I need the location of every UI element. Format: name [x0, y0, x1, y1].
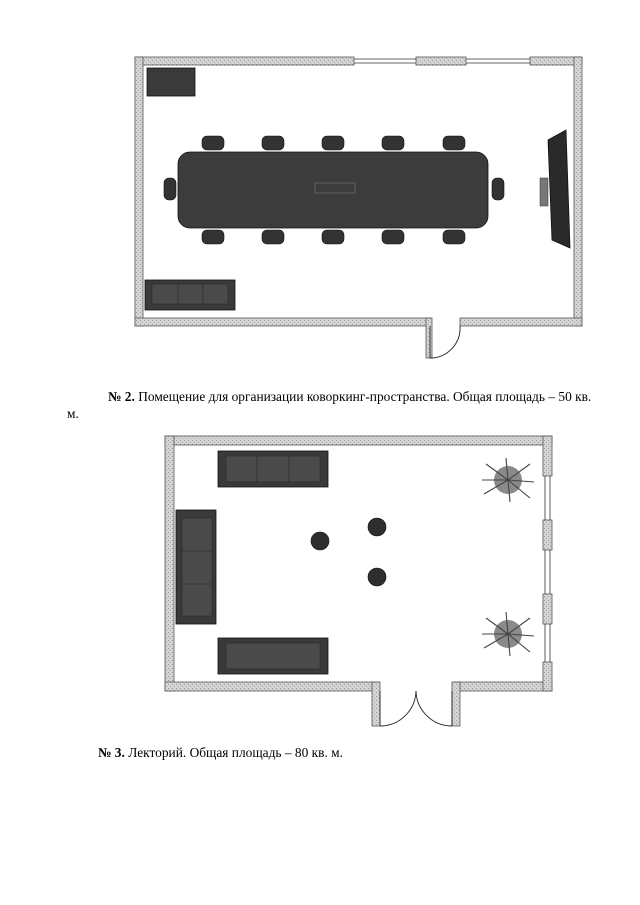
coworking-door	[429, 325, 461, 359]
plant-bottom	[482, 611, 535, 657]
cabinet	[146, 67, 196, 97]
caption-room-3-text: Лекторий. Общая площадь – 80 кв. м.	[124, 745, 343, 760]
coworking-sofa	[144, 279, 236, 311]
caption-room-2: № 2. Помещение для организации коворкинг…	[108, 388, 591, 406]
chairs-top	[201, 135, 466, 151]
caption-room-3: № 3. Лекторий. Общая площадь – 80 кв. м.	[98, 744, 343, 762]
tv-screen	[539, 129, 571, 249]
coworking-plan	[134, 56, 583, 359]
lecture-sofa-top	[217, 450, 329, 488]
plant-top	[482, 457, 535, 503]
lecture-sofa-left	[175, 509, 217, 625]
caption-room-2-tail: м.	[67, 406, 79, 421]
chairs-bottom	[201, 229, 466, 245]
conference-table	[177, 151, 489, 229]
lecture-door	[379, 690, 453, 727]
caption-room-3-number: № 3.	[98, 745, 125, 760]
stools	[310, 517, 387, 587]
lecture-hall-plan	[164, 435, 553, 727]
coworking-windows	[354, 58, 530, 64]
chairs-ends	[163, 177, 505, 201]
coworking-walls	[134, 56, 583, 359]
caption-room-2-number: № 2.	[108, 389, 135, 404]
lecture-windows	[544, 476, 551, 662]
lecture-sofa-bottom	[217, 637, 329, 675]
lecture-walls	[164, 435, 553, 727]
caption-room-2-text: Помещение для организации коворкинг-прос…	[134, 389, 592, 404]
